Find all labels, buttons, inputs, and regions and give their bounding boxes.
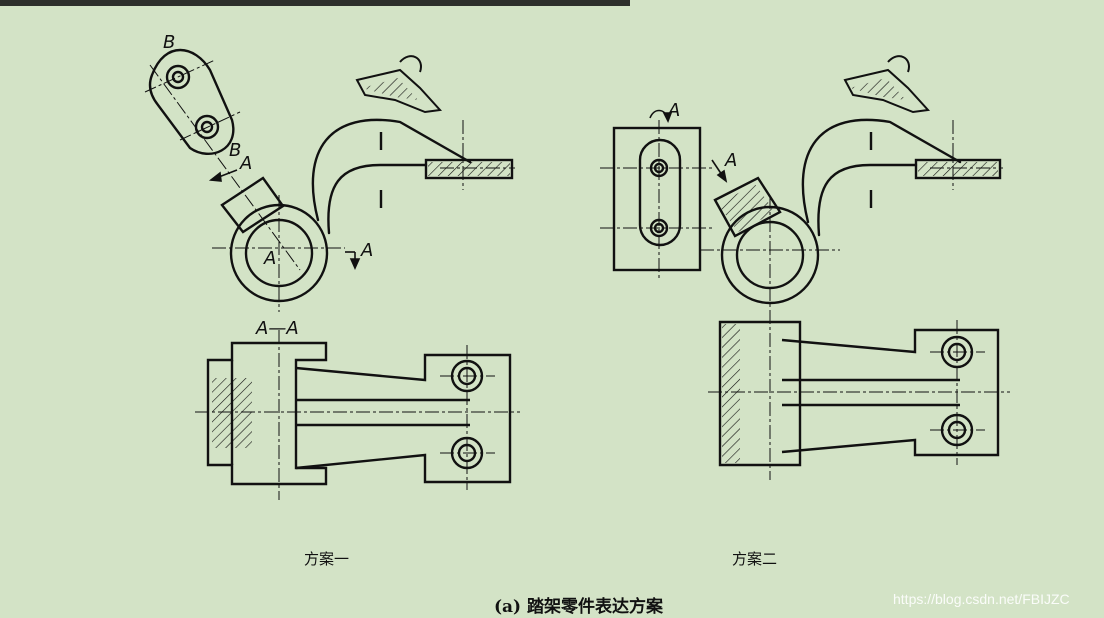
scheme2-main-view [612, 118, 1002, 305]
scheme1-view-b [148, 48, 235, 155]
scheme1-section-hatch [362, 78, 418, 100]
scheme1-removed-section [355, 55, 443, 114]
scheme1-section-aa [206, 341, 512, 486]
scheme1-endplate-hatch [428, 162, 510, 176]
caption-scheme1: 方案一 [304, 550, 350, 568]
scheme1-view-b-centerlines [144, 59, 241, 141]
scheme2-boss-hatch [718, 184, 775, 232]
scheme2-arrows [649, 109, 728, 183]
scheme1-section-hatch-mid [212, 398, 252, 448]
label-b-arrow: B [229, 140, 242, 161]
label-b-top: B [163, 32, 176, 53]
figure-caption: (a) 踏架零件表达方案 [494, 597, 664, 617]
scheme2-top-hatch [722, 324, 740, 463]
scheme2-endplate-hatch [918, 162, 998, 176]
scheme2-top-centerlines [708, 310, 1010, 480]
scheme1-arrows [208, 169, 361, 270]
scheme2-removed-section [843, 55, 931, 114]
scheme1-centerlines [149, 64, 515, 312]
watermark: https://blog.csdn.net/FBIJZC [893, 591, 1070, 607]
label-a-arrow2: A [361, 240, 374, 261]
clipped-header-text [0, 0, 630, 6]
scheme1-main-view [220, 118, 514, 303]
caption-scheme2: 方案二 [732, 550, 778, 568]
label-section-aa: A—A [256, 318, 299, 339]
scheme2-section-hatch [850, 78, 906, 100]
label-a-center: A [264, 248, 277, 269]
scheme2-centerlines [600, 120, 1003, 312]
scheme1-section-centerlines [195, 330, 520, 500]
label-a-plan2-side: A [725, 150, 738, 171]
scheme2-top-view [718, 320, 1000, 467]
label-a-plan2-top: A [668, 100, 681, 121]
label-a-arrow1: A [240, 153, 253, 174]
scheme1-section-hatch-top [212, 378, 252, 398]
